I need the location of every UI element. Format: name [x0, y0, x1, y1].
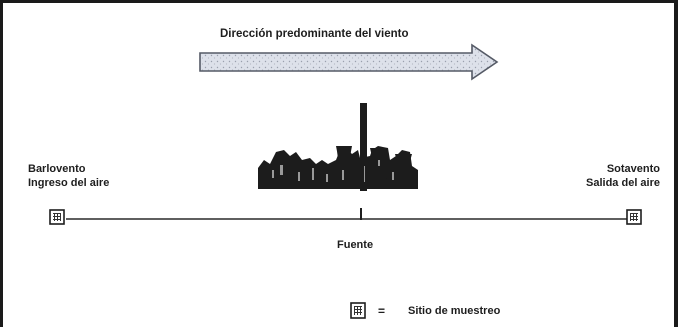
- legend-equals: =: [378, 304, 386, 318]
- upwind-label: Barlovento Ingreso del aire: [28, 162, 109, 190]
- wind-arrow-icon: [199, 43, 499, 81]
- wind-direction-title: Dirección predominante del viento: [220, 28, 409, 40]
- factory-icon: [258, 103, 418, 191]
- sampling-site-icon: [626, 209, 642, 225]
- legend-sampling-site-icon: [350, 302, 366, 319]
- downwind-label: Sotavento Salida del aire: [586, 162, 660, 190]
- downwind-label-subtitle: Salida del aire: [586, 177, 660, 189]
- sampling-site-icon: [49, 209, 65, 225]
- downwind-label-title: Sotavento: [606, 163, 660, 175]
- legend-label: Sitio de muestreo: [408, 305, 501, 317]
- upwind-label-title: Barlovento: [28, 163, 86, 175]
- source-label: Fuente: [337, 239, 374, 251]
- upwind-label-subtitle: Ingreso del aire: [28, 177, 110, 189]
